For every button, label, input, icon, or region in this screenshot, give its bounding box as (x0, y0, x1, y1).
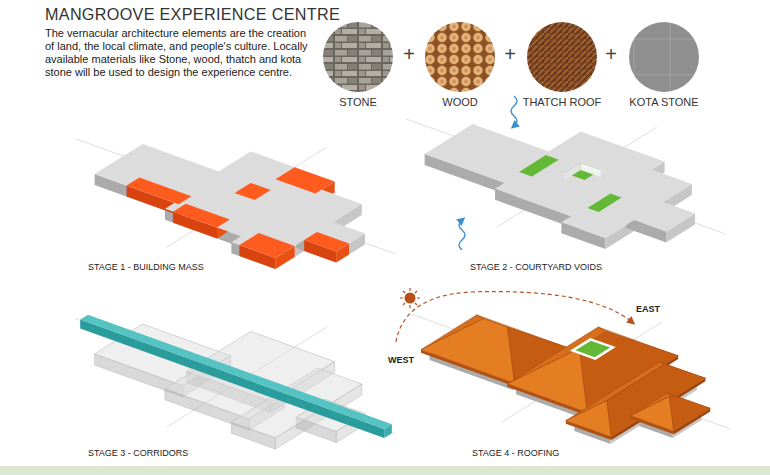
void-wall (581, 163, 601, 177)
axis-line (405, 119, 725, 234)
direction-label: WEST (388, 356, 414, 366)
void-wall (565, 163, 581, 180)
ground-strip (0, 466, 770, 475)
top-face (275, 167, 334, 193)
material-label: STONE (306, 96, 410, 108)
roof-face (421, 319, 515, 384)
material-label: THATCH ROOF (510, 96, 614, 108)
material-texture (527, 22, 597, 92)
material-swatch: KOTA STONE (612, 21, 716, 108)
plus-sign: + (399, 43, 419, 65)
top-face (565, 163, 601, 180)
roof-face (669, 395, 710, 431)
top-face (519, 155, 559, 176)
sun-symbol (400, 288, 420, 308)
material-swatch: STONE (306, 21, 410, 108)
intro-paragraph: The vernacular architecture elements are… (45, 27, 313, 78)
axis-line (75, 139, 395, 254)
roof-face (566, 400, 612, 437)
roof-face (607, 364, 706, 437)
material-circle (514, 21, 610, 93)
plus-sign: + (500, 43, 520, 65)
stage-label: STAGE 4 - ROOFING (472, 449, 559, 459)
stage-1-drawing (75, 139, 395, 269)
wall-face (80, 320, 384, 438)
material-label: WOOD (408, 96, 512, 108)
material-swatch: WOOD (408, 21, 512, 108)
material-circle (310, 21, 406, 93)
stage-label: STAGE 2 - COURTYARD VOIDS (470, 263, 602, 273)
top-face (239, 233, 294, 258)
stage-4-drawing (410, 314, 730, 444)
wind-arrow (511, 96, 517, 126)
top-face (626, 199, 695, 231)
top-face (588, 194, 622, 213)
top-face (296, 219, 365, 251)
stage-2-drawing (405, 119, 725, 249)
material-label: KOTA STONE (612, 96, 716, 108)
stage-label: STAGE 1 - BUILDING MASS (88, 263, 204, 273)
top-face (127, 178, 192, 205)
plus-sign: + (601, 43, 621, 65)
top-face (304, 232, 349, 252)
courtyard-void (576, 341, 611, 358)
iso-drawings (75, 119, 730, 449)
roof-face (507, 348, 587, 412)
direction-label: EAST (636, 305, 660, 315)
material-texture (425, 22, 495, 92)
courtyard-frame (570, 338, 616, 360)
wind-arrow (459, 220, 465, 250)
material-circle (616, 21, 712, 93)
top-face (173, 204, 230, 228)
material-swatch: THATCH ROOF (510, 21, 614, 108)
stage-label: STAGE 3 - CORRIDORS (88, 449, 188, 459)
sun-path (396, 292, 632, 342)
top-face (235, 183, 271, 200)
roof-face (631, 396, 674, 431)
page-title: MANGROOVE EXPERIENCE CENTRE (45, 5, 340, 24)
top-face (80, 315, 392, 429)
material-texture (323, 22, 393, 92)
material-circle (412, 21, 508, 93)
stage-3-drawing (75, 315, 395, 449)
material-texture (629, 22, 699, 92)
